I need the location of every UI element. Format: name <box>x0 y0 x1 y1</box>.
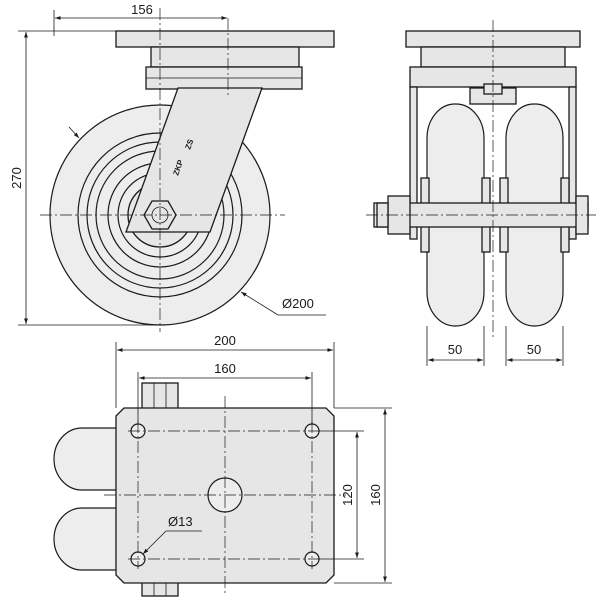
dim-d13-leader <box>142 530 167 555</box>
front-fork-leg-right <box>568 86 577 240</box>
top-view: 200 160 120 160 Ø13 <box>53 333 392 597</box>
fork-mark-1: ZS <box>183 137 195 150</box>
top-axle-nut-bottom <box>141 581 179 597</box>
side-view: ZS ZKP 156 270 Ø200 <box>9 2 335 332</box>
top-axle-nut-top <box>141 382 179 410</box>
dim-50a-label: 50 <box>448 342 462 357</box>
side-bearing-ring <box>150 46 300 68</box>
dim-d200-label: Ø200 <box>282 296 314 311</box>
dim-50b-label: 50 <box>527 342 541 357</box>
dim-160h-label: 160 <box>214 361 236 376</box>
dim-200-label: 200 <box>214 333 236 348</box>
side-top-plate <box>115 30 335 48</box>
dim-160v-label: 160 <box>368 484 383 506</box>
top-wheel-lower <box>53 507 119 571</box>
dim-d200-leader <box>240 291 279 316</box>
dim-d13-label: Ø13 <box>168 514 193 529</box>
front-fork-leg-left <box>409 86 418 240</box>
dim-156-label: 156 <box>131 2 153 17</box>
top-wheel-upper <box>53 427 119 491</box>
dim-270-label: 270 <box>9 167 24 189</box>
front-view: 50 50 <box>366 20 596 366</box>
dim-120-label: 120 <box>340 484 355 506</box>
tyre-arrow <box>68 126 80 139</box>
